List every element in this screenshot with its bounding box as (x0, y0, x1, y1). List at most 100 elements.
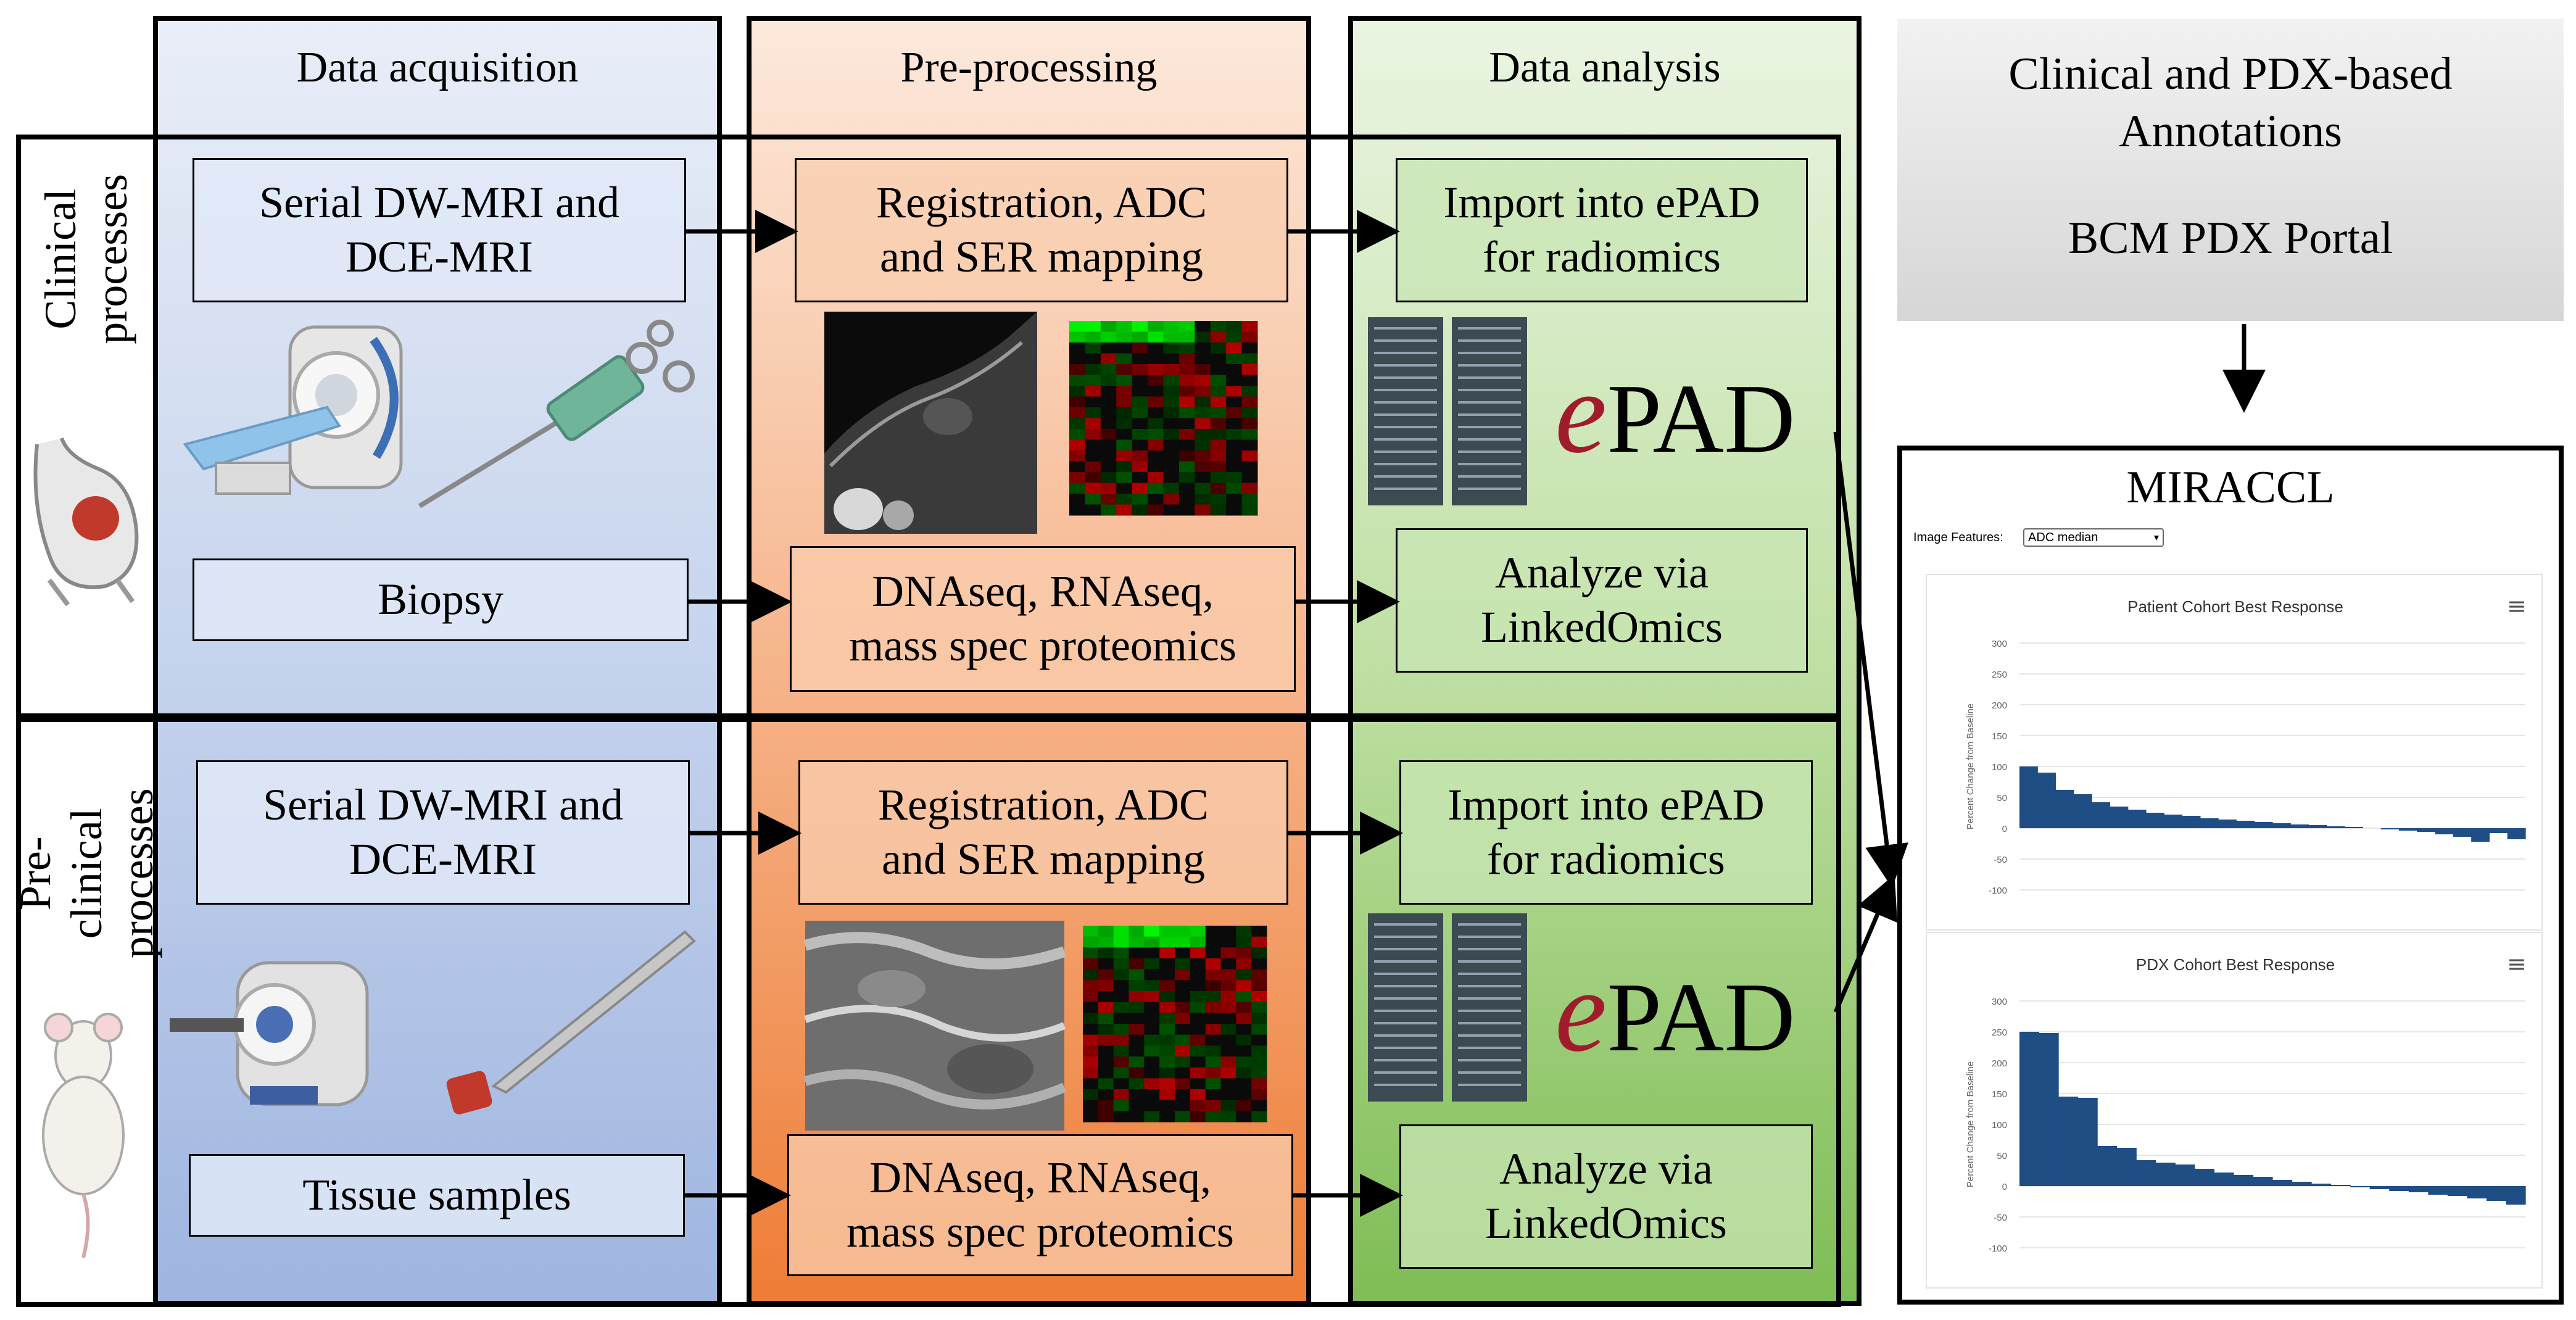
clinical-server-icon (1368, 317, 1527, 505)
heatmap-cell (1236, 1067, 1252, 1079)
preclinical-omics-box: DNAseq, RNAseq, mass spec proteomics (787, 1134, 1293, 1276)
heatmap-cell (1251, 936, 1267, 948)
heatmap-cell (1085, 386, 1101, 397)
heatmap-cell (1241, 429, 1258, 440)
heatmap-cell (1226, 407, 1243, 418)
heatmap-cell (1241, 407, 1258, 418)
clinical-epad-logo-e: e (1555, 348, 1607, 478)
bar (2037, 773, 2056, 828)
forceps-icon (491, 930, 696, 1094)
heatmap-cell (1175, 1089, 1191, 1101)
clinical-registration-box: Registration, ADC and SER mapping (795, 158, 1288, 302)
bar (2350, 1186, 2371, 1187)
y-tick-label: 100 (1992, 1120, 2007, 1131)
heatmap-cell (1132, 407, 1148, 418)
heatmap-cell (1175, 1067, 1191, 1079)
heatmap-cell (1226, 364, 1243, 375)
heatmap-cell (1220, 1089, 1236, 1101)
small-animal-scanner-icon (170, 961, 369, 1106)
heatmap-cell (1129, 1002, 1145, 1013)
bar (2055, 790, 2074, 828)
heatmap-cell (1220, 1013, 1236, 1024)
heatmap-cell (1163, 375, 1180, 386)
heatmap-cell (1083, 926, 1099, 937)
mouse-icon (42, 1013, 125, 1258)
heatmap-cell (1195, 504, 1211, 516)
menu-icon[interactable]: ≡ (2507, 592, 2527, 620)
heatmap-cell (1175, 926, 1191, 937)
heatmap-cell (1116, 386, 1133, 397)
heatmap-cell (1163, 331, 1180, 343)
heatmap-cell (1210, 407, 1227, 418)
heatmap-cell (1220, 1002, 1236, 1013)
clinical-biopsy-box: Biopsy (193, 558, 689, 641)
heatmap-cell (1098, 1067, 1114, 1079)
heatmap-cell (1148, 353, 1164, 365)
heatmap-cell (1163, 494, 1180, 505)
heatmap-cell (1148, 321, 1164, 332)
heatmap-cell (1241, 494, 1258, 505)
heatmap-cell (1226, 483, 1243, 494)
heatmap-cell (1132, 342, 1148, 354)
bar (2453, 828, 2472, 837)
heatmap-cell (1098, 1002, 1114, 1013)
bar (2292, 1182, 2312, 1186)
bar (2417, 828, 2436, 832)
heatmap-cell (1132, 461, 1148, 473)
heatmap-cell (1236, 1013, 1252, 1024)
menu-icon[interactable]: ≡ (2507, 950, 2527, 978)
heatmap-cell (1069, 494, 1085, 505)
heatmap-cell (1178, 418, 1195, 430)
heatmap-cell (1236, 1045, 1252, 1057)
heatmap-cell (1241, 472, 1258, 483)
heatmap-cell (1069, 364, 1085, 375)
heatmap-cell (1205, 969, 1221, 981)
heatmap-cell (1190, 980, 1206, 992)
heatmap-cell (1129, 969, 1145, 981)
heatmap-cell (1195, 342, 1211, 354)
patient-cohort-chart: Patient Cohort Best Response300250200150… (1965, 597, 2526, 896)
heatmap-cell (1085, 418, 1101, 430)
heatmap-cell (1144, 1002, 1160, 1013)
heatmap-cell (1178, 375, 1195, 386)
heatmap-cell (1241, 342, 1258, 354)
heatmap-cell (1069, 321, 1085, 332)
heatmap-cell (1159, 1024, 1175, 1036)
bar (2330, 1185, 2351, 1186)
heatmap-cell (1251, 1056, 1267, 1068)
heatmap-cell (1241, 418, 1258, 430)
heatmap-cell (1241, 364, 1258, 375)
bar (2489, 828, 2508, 833)
heatmap-cell (1085, 494, 1101, 505)
heatmap-cell (1098, 1100, 1114, 1111)
heatmap-cell (1175, 1078, 1191, 1090)
heatmap-cell (1205, 1002, 1221, 1013)
bar (2116, 1148, 2137, 1186)
heatmap-cell (1236, 1024, 1252, 1036)
heatmap-cell (1220, 980, 1236, 992)
image-features-select[interactable]: ADC median ▾ (2023, 528, 2164, 547)
clinical-mri-box: Serial DW-MRI and DCE-MRI (193, 158, 686, 302)
preclinical-tissue-box: Tissue samples (189, 1154, 685, 1237)
y-tick-label: 150 (1992, 1089, 2007, 1100)
heatmap-cell (1236, 1100, 1252, 1111)
heatmap-cell (1205, 926, 1221, 937)
bar (2233, 1175, 2254, 1186)
heatmap-cell (1129, 1024, 1145, 1036)
biopsy-syringe-icon (418, 320, 695, 508)
bar (2155, 1163, 2176, 1186)
heatmap-cell (1251, 1045, 1267, 1057)
heatmap-cell (1226, 396, 1243, 408)
y-tick-label: 300 (1992, 639, 2007, 649)
bar (2389, 1186, 2409, 1191)
heatmap-cell (1113, 1067, 1129, 1079)
heatmap-cell (1098, 1045, 1114, 1057)
heatmap-cell (1220, 1100, 1236, 1111)
bar (2435, 828, 2454, 834)
column-heading-preprocessing: Pre-processing (900, 44, 1158, 91)
heatmap-cell (1159, 1045, 1175, 1057)
heatmap-cell (1195, 450, 1211, 462)
heatmap-cell (1159, 936, 1175, 948)
heatmap-cell (1241, 504, 1258, 516)
heatmap-cell (1205, 947, 1221, 959)
